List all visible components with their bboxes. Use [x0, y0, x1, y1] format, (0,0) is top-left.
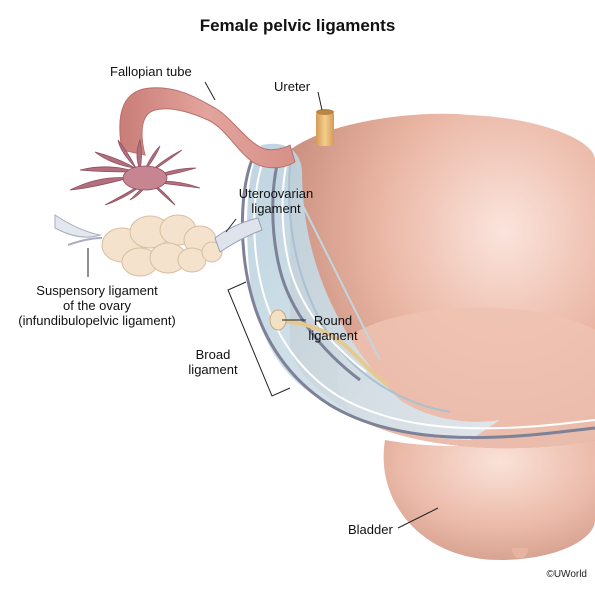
label-suspensory-ligament: Suspensory ligament of the ovary (infund…: [4, 283, 190, 328]
label-suspensory-line3: (infundibulopelvic ligament): [4, 313, 190, 328]
suspensory-ligament-strand-2: [68, 238, 102, 245]
ureter-opening: [316, 109, 334, 115]
label-uteroovarian-line1: Uteroovarian: [234, 186, 318, 201]
diagram-title: Female pelvic ligaments: [0, 16, 595, 36]
ureter-tube: [316, 112, 334, 146]
label-suspensory-line2: of the ovary: [4, 298, 190, 313]
label-suspensory-line1: Suspensory ligament: [4, 283, 190, 298]
label-round-ligament: Round ligament: [301, 313, 365, 343]
fallopian-tube-shape: [120, 88, 295, 168]
leader-fallopian-tube: [205, 82, 215, 100]
copyright-credit: ©UWorld: [546, 569, 587, 580]
label-uteroovarian-line2: ligament: [234, 201, 318, 216]
label-uteroovarian-ligament: Uteroovarian ligament: [234, 186, 318, 216]
label-ureter: Ureter: [274, 79, 310, 94]
label-fallopian-tube-text: Fallopian tube: [110, 64, 192, 79]
ovary: [102, 215, 222, 276]
label-round-line2: ligament: [301, 328, 365, 343]
label-bladder-text: Bladder: [348, 522, 393, 537]
suspensory-ligament-strand: [55, 215, 100, 237]
label-broad-line2: ligament: [178, 362, 248, 377]
label-round-line1: Round: [301, 313, 365, 328]
label-fallopian-tube: Fallopian tube: [110, 64, 192, 79]
label-bladder: Bladder: [348, 522, 393, 537]
label-broad-ligament: Broad ligament: [178, 347, 248, 377]
label-broad-line1: Broad: [178, 347, 248, 362]
leader-ureter: [318, 92, 322, 110]
label-ureter-text: Ureter: [274, 79, 310, 94]
